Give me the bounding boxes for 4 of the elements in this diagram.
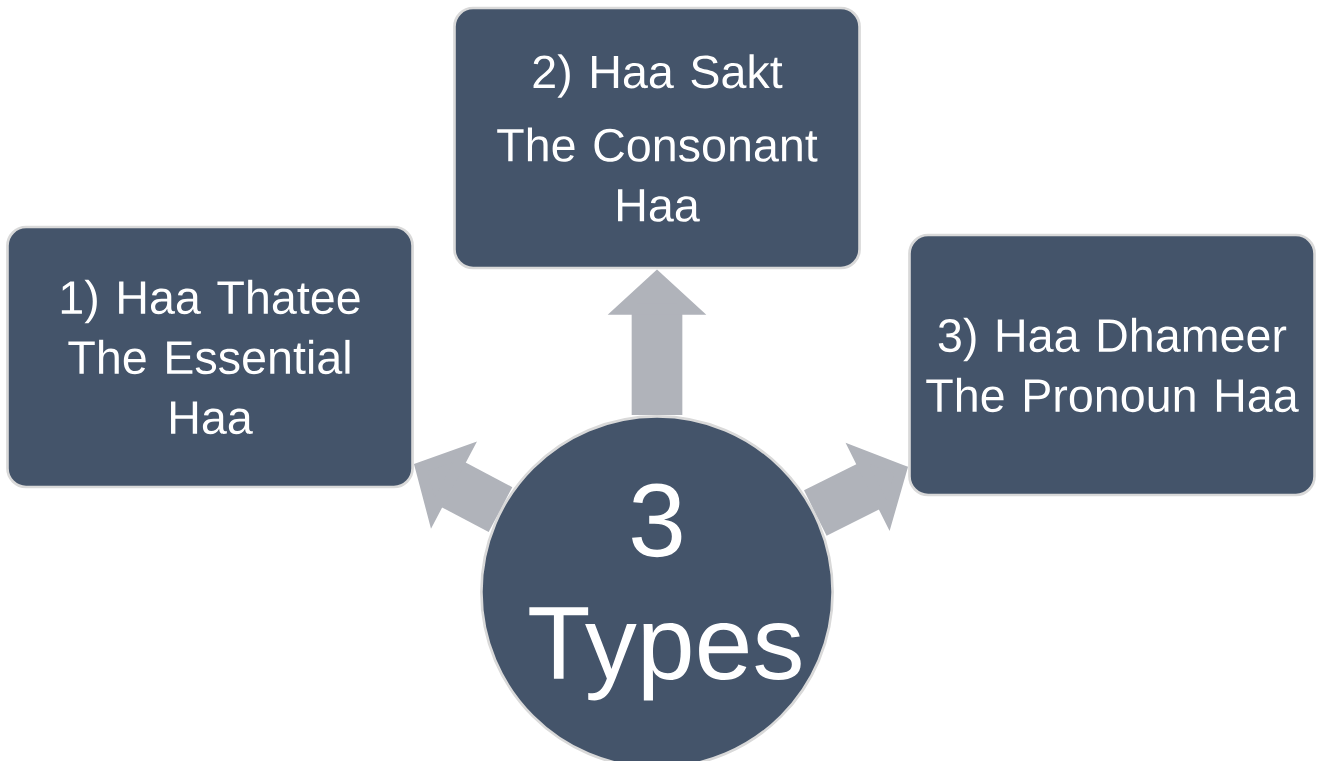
type-box: 3) Haa Dhameer The Pronoun Haa — [908, 233, 1316, 497]
circle-node: 3 Types — [480, 415, 834, 761]
type-box: 2) Haa Sakt The Consonant Haa — [453, 6, 861, 270]
type-box: 1) Haa Thatee The Essential Haa — [6, 225, 414, 489]
